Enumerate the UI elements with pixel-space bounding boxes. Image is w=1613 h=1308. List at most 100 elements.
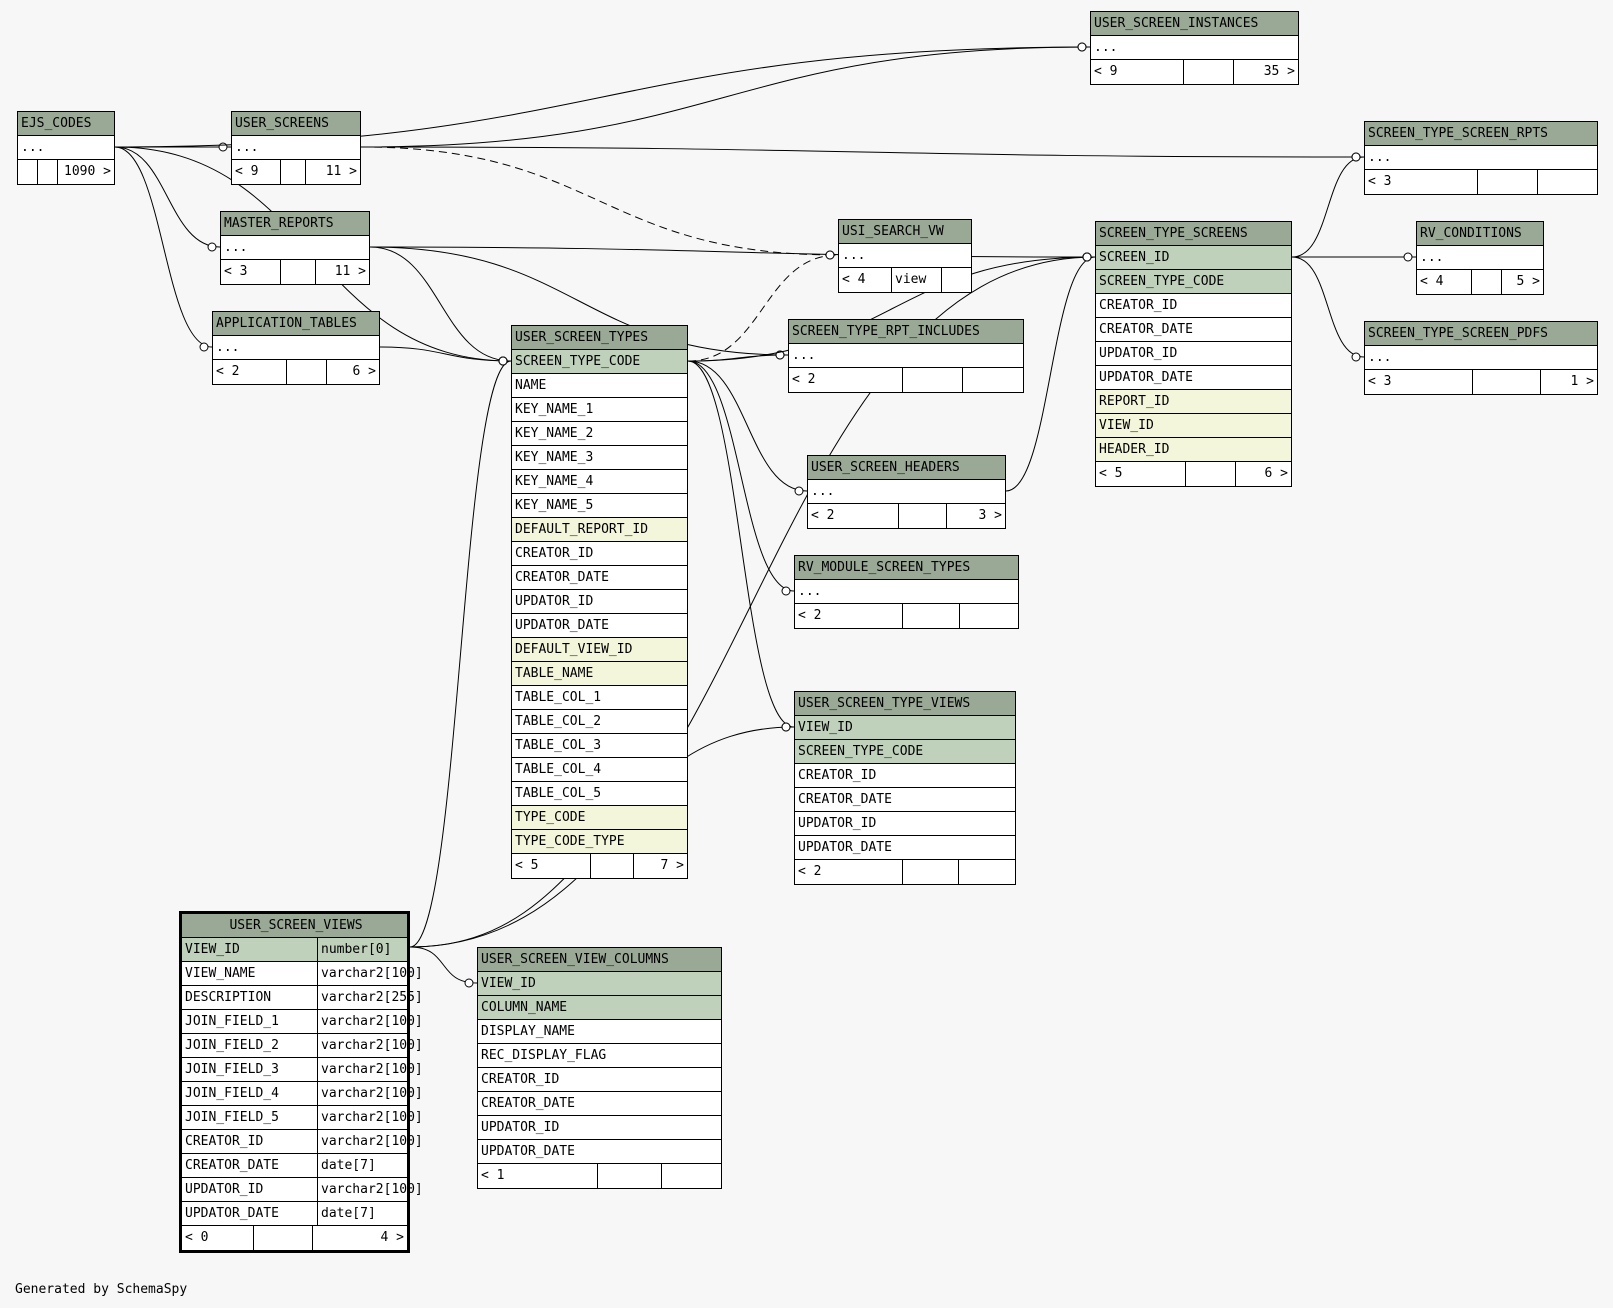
table-name: USER_SCREEN_TYPES (515, 330, 649, 345)
optional-many-marker (1082, 252, 1092, 262)
column-row: UPDATOR_DATE (795, 836, 1015, 860)
column-name: VIEW_NAME (185, 966, 256, 981)
column-name: TABLE_COL_1 (515, 690, 602, 705)
table-header: USER_SCREENS (232, 112, 360, 136)
child-count: 6 > (352, 364, 376, 379)
table-kind (1472, 270, 1502, 294)
child-count (960, 604, 1018, 628)
child-count: 4 > (380, 1230, 404, 1245)
table-name: EJS_CODES (21, 116, 92, 131)
table-header: EJS_CODES (18, 112, 114, 136)
relationship-line (360, 146, 839, 256)
column-row: CREATOR_DATE (795, 788, 1015, 812)
relationship-line (114, 146, 221, 248)
column-type: date[7] (317, 1154, 407, 1177)
child-count: 3 > (978, 508, 1002, 523)
column-name: UPDATOR_DATE (481, 1144, 575, 1159)
table-name: RV_MODULE_SCREEN_TYPES (798, 560, 971, 575)
column-name: SCREEN_TYPE_CODE (1099, 274, 1225, 289)
table-name: RV_CONDITIONS (1420, 226, 1522, 241)
column-row: TABLE_COL_3 (512, 734, 687, 758)
column-row: KEY_NAME_5 (512, 494, 687, 518)
table-name: APPLICATION_TABLES (216, 316, 357, 331)
optional-many-marker (1351, 152, 1361, 162)
table-rv-module-screen-types[interactable]: RV_MODULE_SCREEN_TYPES...< 2 (794, 555, 1019, 629)
table-header: USER_SCREEN_HEADERS (808, 456, 1005, 480)
relationship-line (687, 354, 789, 362)
table-screen-type-rpt-includes[interactable]: SCREEN_TYPE_RPT_INCLUDES...< 2 (788, 319, 1024, 393)
table-header: USER_SCREEN_VIEWS (182, 914, 407, 938)
optional-many-marker (781, 722, 791, 732)
column-type: varchar2[255] (317, 986, 423, 1009)
table-kind (1478, 170, 1538, 194)
column-row: ... (1091, 36, 1298, 60)
table-footer: 1090 > (18, 160, 114, 184)
table-name: USER_SCREEN_VIEWS (229, 918, 363, 933)
child-count: 5 > (1516, 274, 1540, 289)
parent-count: < 2 (795, 860, 903, 884)
parent-count: < 2 (789, 368, 903, 392)
column-name: CREATOR_ID (481, 1072, 560, 1087)
column-name: KEY_NAME_1 (515, 402, 594, 417)
column-row: UPDATOR_DATE (1096, 366, 1291, 390)
column-name: ... (1094, 40, 1118, 55)
optional-many-marker (1351, 152, 1361, 162)
column-row: ... (232, 136, 360, 160)
column-name: ... (1368, 350, 1392, 365)
column-row: CREATOR_ID (795, 764, 1015, 788)
column-row: UPDATOR_DATE (512, 614, 687, 638)
parent-count (18, 160, 38, 184)
relationship-line (409, 360, 512, 948)
table-footer: < 2 (795, 604, 1018, 628)
table-name: USI_SEARCH_VW (842, 224, 944, 239)
column-row: CREATOR_ID (1096, 294, 1291, 318)
table-user-screen-types[interactable]: USER_SCREEN_TYPES SCREEN_TYPE_CODE NAME KEY… (511, 325, 688, 879)
column-name: UPDATOR_DATE (185, 1206, 279, 1221)
column-row: KEY_NAME_1 (512, 398, 687, 422)
table-header: MASTER_REPORTS (221, 212, 369, 236)
optional-many-marker (825, 250, 835, 260)
column-row: TABLE_COL_1 (512, 686, 687, 710)
column-row: TYPE_CODE (512, 806, 687, 830)
column-row: CREATOR_ID (478, 1068, 721, 1092)
child-count: 6 > (1264, 466, 1288, 481)
parent-count: < 9 (232, 160, 281, 184)
parent-count: < 5 (1096, 462, 1186, 486)
column-row: HEADER_ID (1096, 438, 1291, 462)
table-name: SCREEN_TYPE_SCREENS (1099, 226, 1248, 241)
table-header: RV_MODULE_SCREEN_TYPES (795, 556, 1018, 580)
column-name: HEADER_ID (1099, 442, 1170, 457)
column-row: ... (18, 136, 114, 160)
child-count: 35 > (1263, 64, 1295, 79)
table-kind (1186, 462, 1236, 486)
column-row: ... (1365, 146, 1597, 170)
table-kind (903, 860, 959, 884)
table-screen-type-screen-rpts[interactable]: SCREEN_TYPE_SCREEN_RPTS...< 3 (1364, 121, 1598, 195)
column-row: SCREEN_TYPE_CODE (512, 350, 687, 374)
column-row: DEFAULT_VIEW_ID (512, 638, 687, 662)
table-header: USER_SCREEN_TYPES (512, 326, 687, 350)
table-ejs-codes[interactable]: EJS_CODES...1090 > (17, 111, 115, 185)
column-row: ... (808, 480, 1005, 504)
optional-many-marker (498, 356, 508, 366)
table-name: USER_SCREENS (235, 116, 329, 131)
column-type: varchar2[100] (317, 1082, 423, 1105)
column-name: NAME (515, 378, 547, 393)
